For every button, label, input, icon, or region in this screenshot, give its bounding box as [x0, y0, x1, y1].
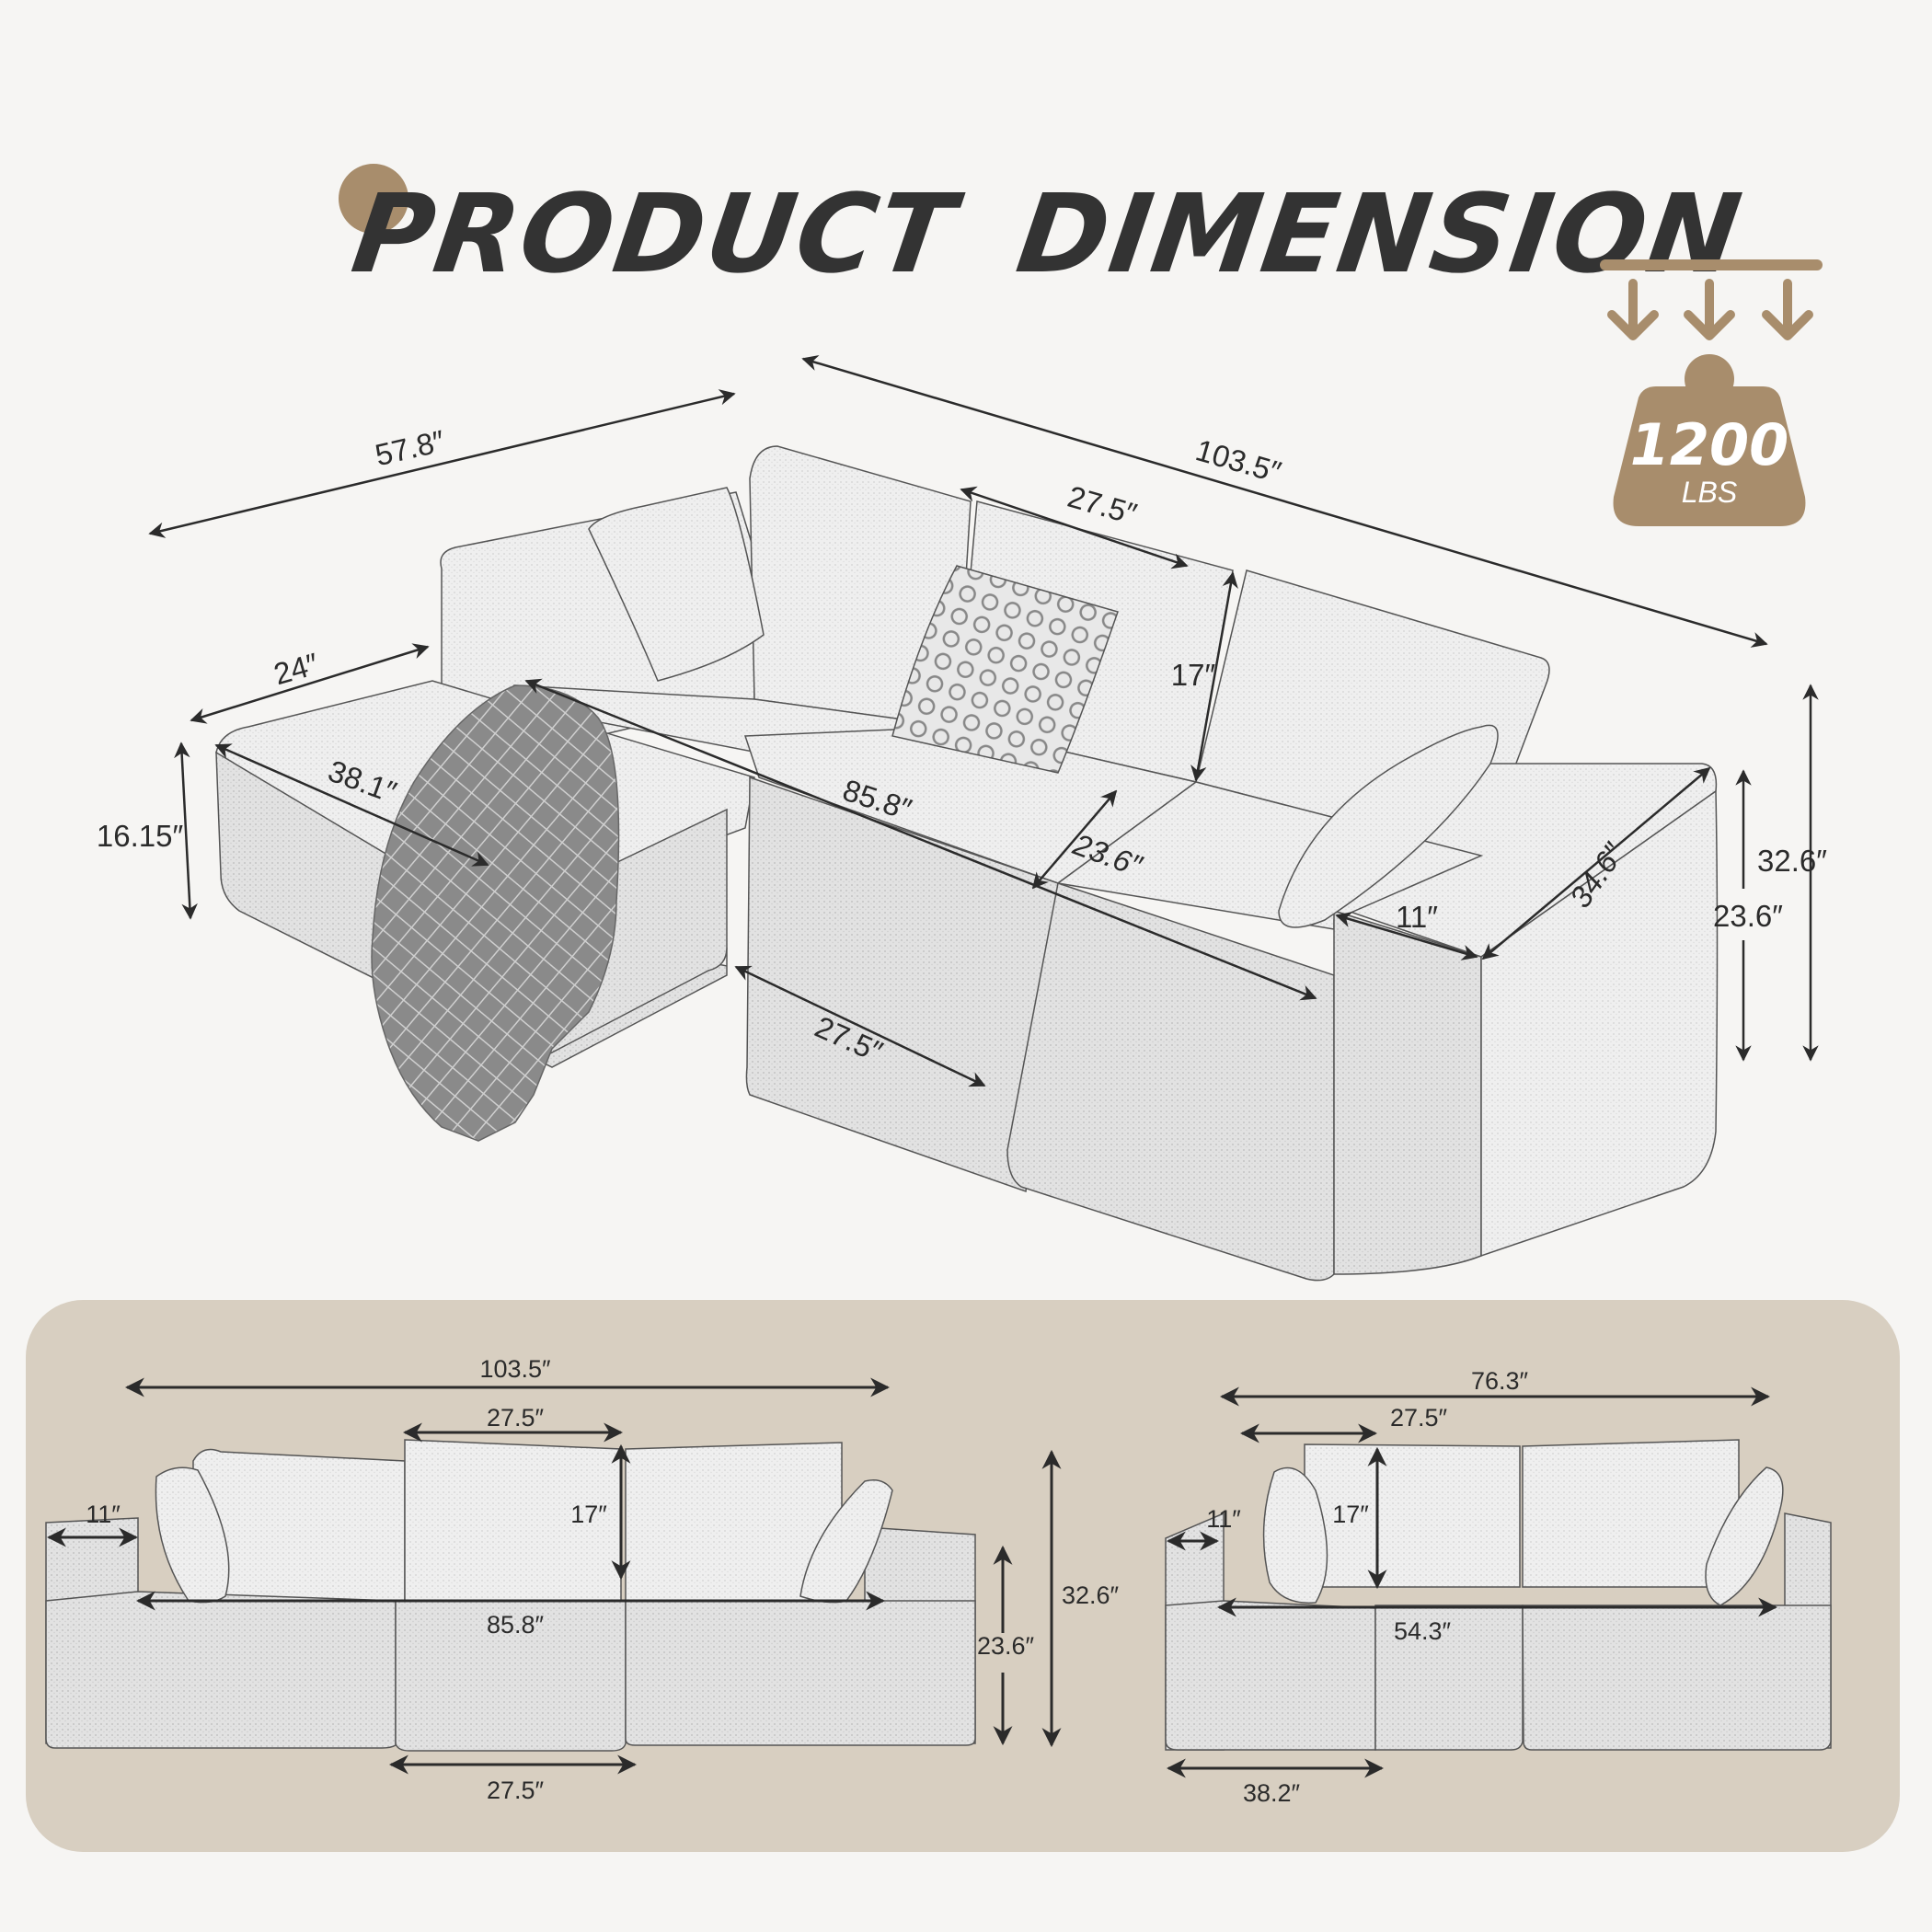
label-arm-height: 23.6″ [1713, 899, 1783, 933]
down-arrows-icon [1607, 279, 1813, 340]
three-seater-label-back-cushion-height: 17″ [570, 1501, 607, 1528]
three-seater-label-overall-width: 103.5″ [479, 1355, 551, 1383]
isometric-sofa-illustration [215, 445, 1719, 1282]
label-overall-height: 32.6″ [1757, 844, 1827, 878]
loveseat-label-module-width: 38.2″ [1243, 1779, 1301, 1807]
three-seater-front-view [45, 1439, 976, 1752]
three-seater-label-arm-height: 23.6″ [977, 1632, 1035, 1660]
loveseat-label-overall-width: 76.3″ [1471, 1367, 1529, 1395]
loveseat-dimension-labels: 76.3″ 27.5″ 11″ 17″ 54.3″ 38.2″ [1206, 1367, 1528, 1807]
label-ottoman-width: 24″ [270, 646, 322, 691]
weight-unit: LBS [1682, 476, 1737, 509]
label-armrest-width: 11″ [1396, 900, 1438, 934]
loveseat-dimension-lines [1166, 1386, 1778, 1778]
weight-value: 1200 [1630, 411, 1789, 478]
three-seater-dimension-lines [46, 1377, 1062, 1775]
loveseat-front-view [1165, 1439, 1832, 1751]
three-seater-label-module-width: 27.5″ [487, 1777, 545, 1804]
three-seater-dimension-labels: 103.5″ 27.5″ 11″ 17″ 85.8″ 32.6″ 23.6″ 2… [86, 1355, 1119, 1804]
title-accent-dot [339, 164, 408, 234]
loveseat-label-back-cushion-width: 27.5″ [1390, 1404, 1448, 1432]
loveseat-label-seat-width: 54.3″ [1394, 1617, 1452, 1645]
three-seater-label-armrest-width: 11″ [86, 1501, 121, 1528]
main-dimension-lines [148, 355, 1819, 1087]
three-seater-label-seat-width: 85.8″ [487, 1611, 545, 1639]
three-seater-label-overall-height: 32.6″ [1062, 1581, 1120, 1609]
three-seater-label-back-cushion-width: 27.5″ [487, 1404, 545, 1432]
label-back-cushion-height: 17″ [1171, 658, 1216, 692]
label-ottoman-height: 16.15″ [97, 819, 184, 853]
label-back-cushion-width: 27.5″ [1064, 479, 1141, 532]
loveseat-label-armrest-width: 11″ [1206, 1505, 1241, 1533]
label-overall-length: 103.5″ [1192, 432, 1285, 489]
loveseat-label-back-cushion-height: 17″ [1332, 1501, 1369, 1528]
